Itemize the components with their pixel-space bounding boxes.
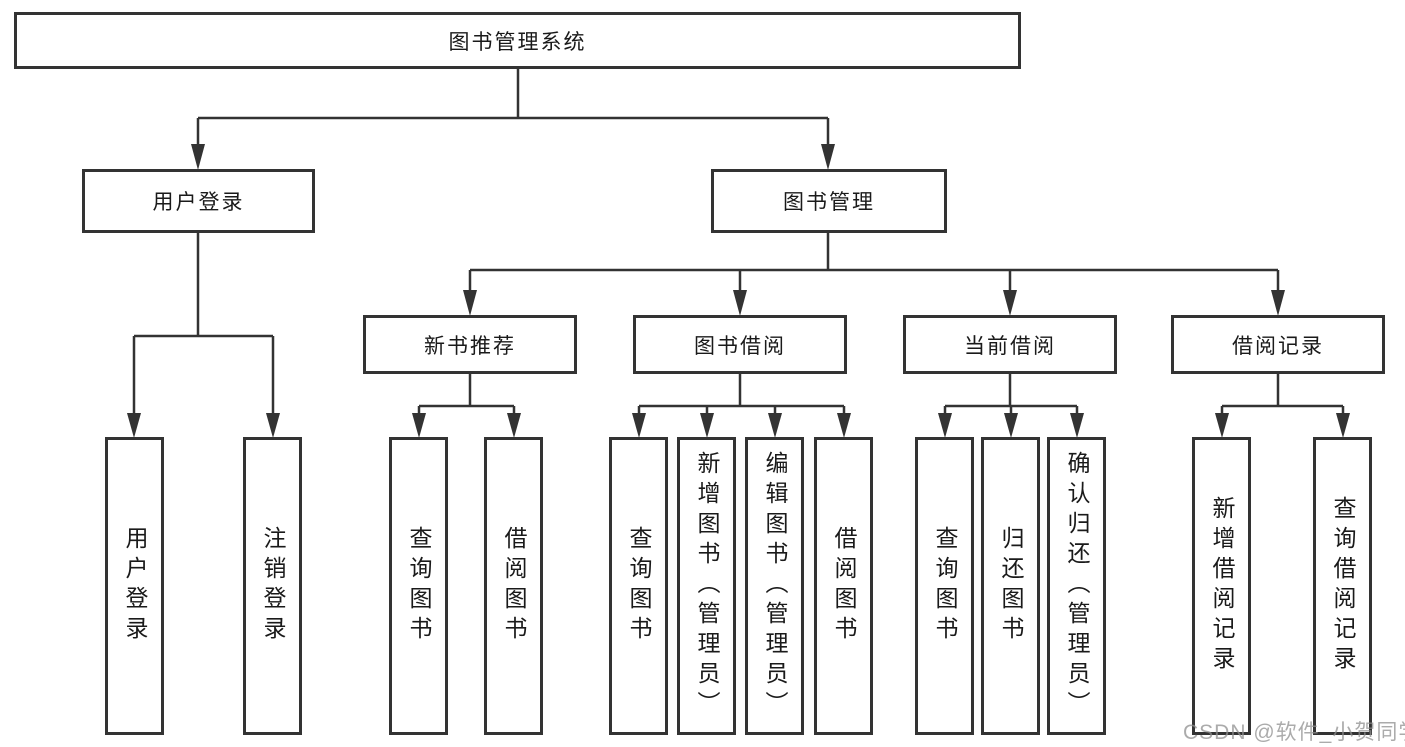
- node-book-borrowing: 图书借阅: [633, 315, 847, 374]
- connector-paths: [132, 69, 1345, 416]
- node-library-management-system: 图书管理系统: [14, 12, 1021, 69]
- node-book-management: 图书管理: [711, 169, 947, 233]
- csdn-watermark: CSDN @软件_小贺同学: [1183, 721, 1405, 744]
- node-query-books-1: 查询图书: [389, 437, 448, 735]
- node-query-books-3: 查询图书: [915, 437, 974, 735]
- node-borrow-books-1: 借阅图书: [484, 437, 543, 735]
- node-borrowing-records: 借阅记录: [1171, 315, 1385, 374]
- node-return-books: 归还图书: [981, 437, 1040, 735]
- node-query-borrow-record: 查询借阅记录: [1313, 437, 1372, 735]
- node-new-book-recommendation: 新书推荐: [363, 315, 577, 374]
- node-user-login: 用户登录: [105, 437, 164, 735]
- node-confirm-return-admin: 确认归还（管理员）: [1047, 437, 1106, 735]
- arrowheads: [127, 144, 1350, 438]
- node-add-borrow-record: 新增借阅记录: [1192, 437, 1251, 735]
- node-edit-books-admin: 编辑图书（管理员）: [745, 437, 804, 735]
- node-logout: 注销登录: [243, 437, 302, 735]
- node-user-login-group: 用户登录: [82, 169, 315, 233]
- node-add-books-admin: 新增图书（管理员）: [677, 437, 736, 735]
- node-current-borrowing: 当前借阅: [903, 315, 1117, 374]
- node-borrow-books-2: 借阅图书: [814, 437, 873, 735]
- node-query-books-2: 查询图书: [609, 437, 668, 735]
